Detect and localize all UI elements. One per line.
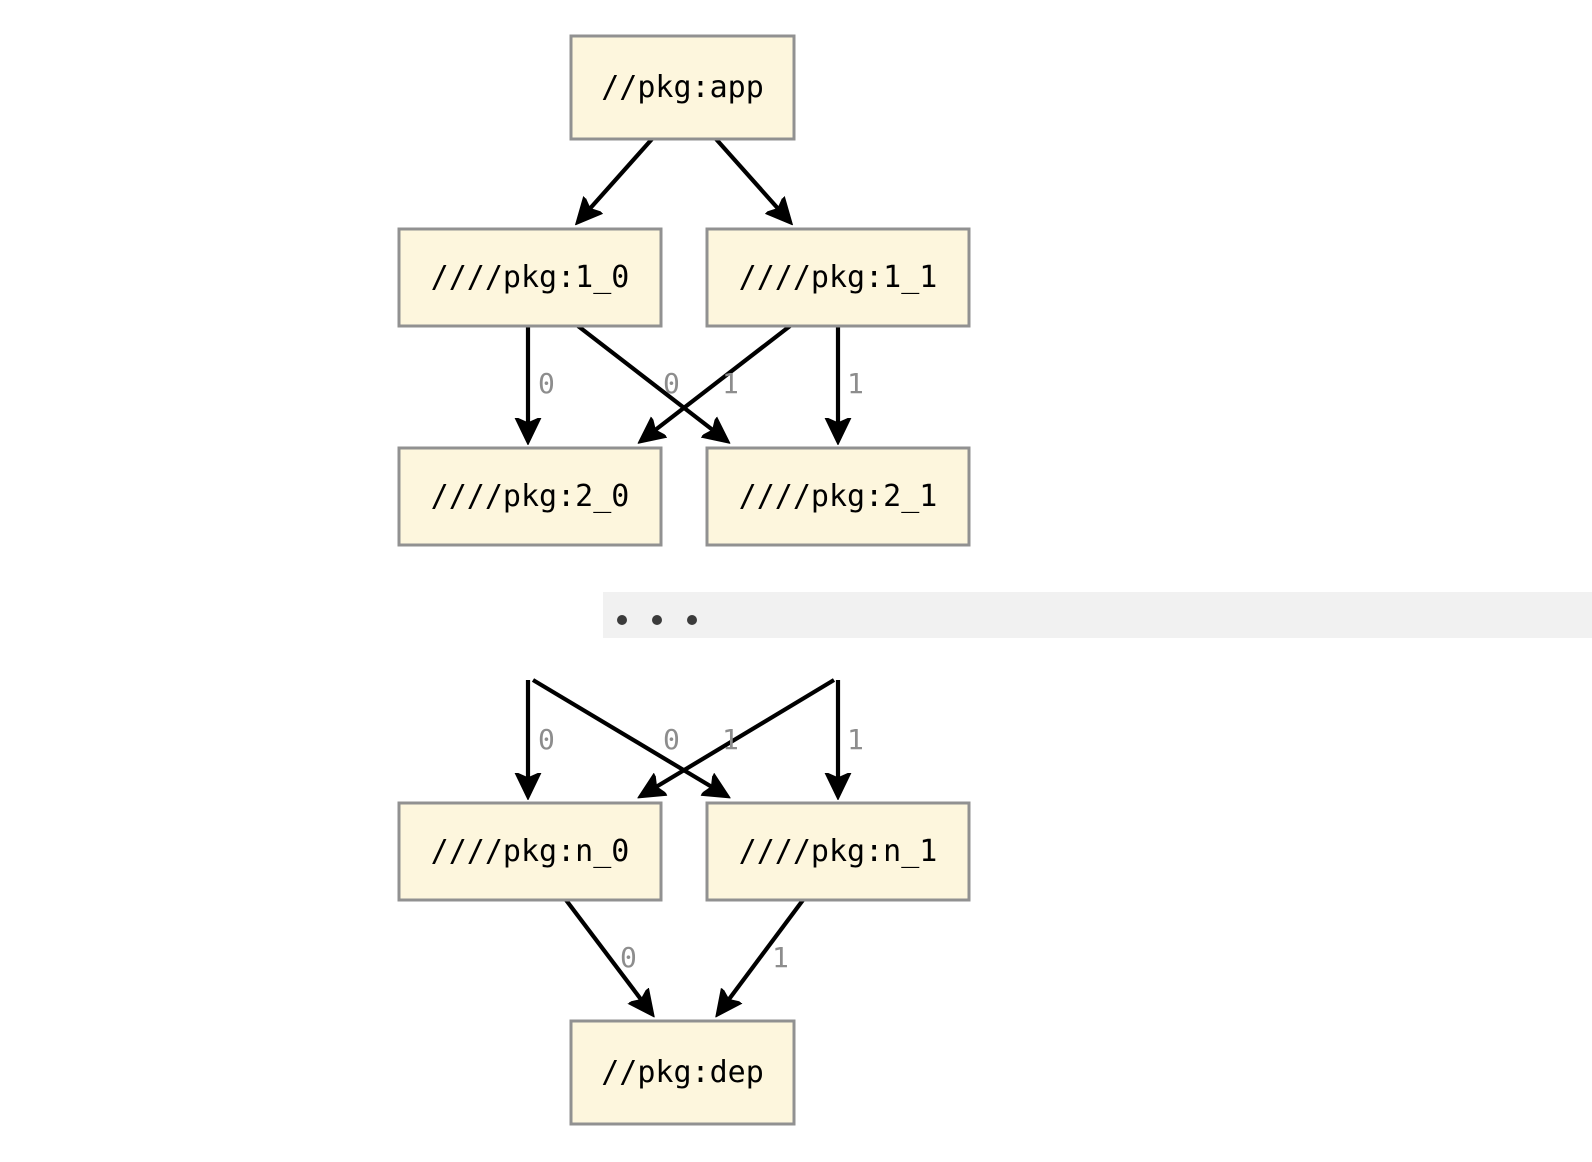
node-label: ////pkg:n_1	[739, 834, 938, 869]
graph-edge	[718, 898, 805, 1014]
graph-edge	[564, 898, 652, 1014]
edge-labels-layer: 0 0 1 1 0 0 1 1 0 1	[538, 367, 864, 974]
node-box[interactable]	[397, 227, 663, 328]
edge-line	[578, 137, 654, 222]
edge-line	[576, 324, 727, 441]
edges-layer	[528, 137, 838, 1014]
ellipsis-dot	[687, 615, 697, 625]
graph-node-nn_0[interactable]: ////pkg:n_0	[397, 801, 663, 902]
graph-edge	[641, 678, 836, 796]
edge-label: 0	[620, 941, 637, 974]
node-box[interactable]	[705, 446, 971, 547]
node-box[interactable]	[569, 34, 796, 141]
edge-line	[641, 324, 792, 441]
edge-label: 1	[722, 723, 739, 756]
edge-label: 1	[847, 723, 864, 756]
ellipsis-dot	[617, 615, 627, 625]
ellipsis-separator	[603, 592, 1592, 638]
ellipsis-band	[603, 592, 1592, 638]
graph-edge	[531, 678, 727, 796]
node-label: ////pkg:1_0	[431, 260, 630, 295]
node-label: ////pkg:2_1	[739, 479, 938, 514]
ellipsis-dot	[652, 615, 662, 625]
node-label: ////pkg:2_0	[431, 479, 630, 514]
node-label: //pkg:app	[601, 70, 764, 105]
edge-label: 1	[847, 367, 864, 400]
graph-edge	[641, 324, 792, 441]
graph-node-dep[interactable]: //pkg:dep	[569, 1019, 796, 1126]
edge-line	[531, 678, 727, 796]
edge-label: 1	[772, 941, 789, 974]
graph-node-nn_1[interactable]: ////pkg:n_1	[705, 801, 971, 902]
node-label: ////pkg:n_0	[431, 834, 630, 869]
edge-label: 0	[663, 723, 680, 756]
edge-label: 0	[663, 367, 680, 400]
node-box[interactable]	[397, 446, 663, 547]
edge-line	[564, 898, 652, 1014]
edge-label: 1	[722, 367, 739, 400]
node-label: //pkg:dep	[601, 1055, 764, 1090]
graph-node-n1_0[interactable]: ////pkg:1_0	[397, 227, 663, 328]
edge-line	[718, 898, 805, 1014]
node-label: ////pkg:1_1	[739, 260, 938, 295]
node-box[interactable]	[705, 227, 971, 328]
node-box[interactable]	[705, 801, 971, 902]
graph-edge	[578, 137, 654, 222]
graph-node-n2_0[interactable]: ////pkg:2_0	[397, 446, 663, 547]
node-box[interactable]	[569, 1019, 796, 1126]
edge-line	[714, 137, 790, 222]
graph-node-n1_1[interactable]: ////pkg:1_1	[705, 227, 971, 328]
nodes-layer: //pkg:app ////pkg:1_0 ////pkg:1_1 ////pkg:2…	[397, 34, 971, 1126]
graph-node-app[interactable]: //pkg:app	[569, 34, 796, 141]
edge-label: 0	[538, 367, 555, 400]
edge-line	[641, 678, 836, 796]
edge-label: 0	[538, 723, 555, 756]
node-box[interactable]	[397, 801, 663, 902]
graph-edge	[714, 137, 790, 222]
graph-edge	[576, 324, 727, 441]
graph-node-n2_1[interactable]: ////pkg:2_1	[705, 446, 971, 547]
